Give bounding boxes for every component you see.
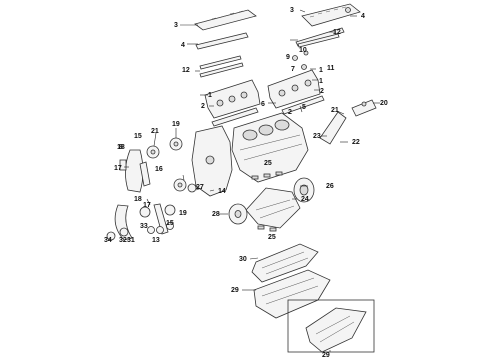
head-gasket-right xyxy=(281,95,325,115)
callout-34: 34 xyxy=(104,237,112,244)
tensioner xyxy=(119,159,127,171)
callout-25-a: 25 xyxy=(264,160,272,167)
callout-17-a: 17 xyxy=(114,165,122,172)
head-gasket-left xyxy=(211,107,259,127)
callout-17-b: 17 xyxy=(143,202,151,209)
callout-12-a: 12 xyxy=(182,67,190,74)
callout-19-a: 19 xyxy=(172,121,180,128)
callout-25-b: 25 xyxy=(268,234,276,241)
callout-9: 9 xyxy=(286,54,290,61)
callout-3-a: 3 xyxy=(174,22,178,29)
callout-11: 11 xyxy=(327,65,335,72)
callout-33: 33 xyxy=(140,223,148,230)
engine-block xyxy=(231,112,309,183)
callout-3-b: 3 xyxy=(290,7,294,14)
crank-pulley xyxy=(228,203,248,225)
callout-27: 27 xyxy=(196,184,204,191)
callout-2-b: 2 xyxy=(201,103,205,110)
callout-21-b: 21 xyxy=(331,107,339,114)
callout-14: 14 xyxy=(218,188,226,195)
callout-4-b: 4 xyxy=(361,13,365,20)
callout-18-b: 18 xyxy=(134,196,142,203)
callout-7: 7 xyxy=(291,66,295,73)
callout-16: 16 xyxy=(155,166,163,173)
small-parts-right xyxy=(292,50,309,70)
cylinder-head-right xyxy=(267,69,321,109)
callout-15-b: 15 xyxy=(166,220,174,227)
callout-29-b: 29 xyxy=(322,352,330,359)
valve-cover-left xyxy=(194,9,257,31)
valve-cover-gasket-left xyxy=(195,32,249,50)
camshafts-right xyxy=(297,33,340,48)
callout-4-a: 4 xyxy=(181,42,185,49)
callout-1-c: 1 xyxy=(208,92,212,99)
callout-13: 13 xyxy=(152,237,160,244)
oil-pan-lower xyxy=(305,307,367,353)
crankshaft xyxy=(245,187,301,229)
callout-5: 5 xyxy=(302,104,306,111)
timing-chain-lower xyxy=(106,203,176,241)
callout-24: 24 xyxy=(301,196,309,203)
timing-cover xyxy=(191,125,233,197)
callout-15-a: 15 xyxy=(134,133,142,140)
callout-29-a: 29 xyxy=(231,287,239,294)
flexplate xyxy=(293,177,315,203)
callout-1-b: 1 xyxy=(319,78,323,85)
callout-28: 28 xyxy=(212,211,220,218)
crank-sprocket xyxy=(169,137,183,151)
callout-22: 22 xyxy=(352,139,360,146)
cam-sprocket xyxy=(146,145,160,159)
callout-21-a: 21 xyxy=(151,128,159,135)
oil-pan-inset-frame xyxy=(287,299,375,353)
callout-6: 6 xyxy=(261,101,265,108)
callout-2-c: 2 xyxy=(288,109,292,116)
callout-20: 20 xyxy=(380,100,388,107)
callout-26: 26 xyxy=(326,183,334,190)
camshafts-left xyxy=(199,55,244,78)
leaders xyxy=(124,9,380,352)
valve-cover-right xyxy=(301,3,361,27)
callout-10: 10 xyxy=(299,47,307,54)
callout-30: 30 xyxy=(239,256,247,263)
chain-guide xyxy=(139,161,151,187)
timing-chain-upper xyxy=(125,149,144,193)
callout-8: 8 xyxy=(119,144,123,151)
callout-23: 23 xyxy=(313,133,321,140)
callout-19-b: 19 xyxy=(179,210,187,217)
oil-pan-baffle xyxy=(251,243,319,283)
idler-sprocket xyxy=(173,178,197,193)
callout-18-a: 18 xyxy=(117,144,125,151)
callout-32: 32 xyxy=(119,237,127,244)
bearings xyxy=(251,171,283,232)
callout-1-a: 1 xyxy=(319,67,323,74)
callout-2-a: 2 xyxy=(320,88,324,95)
callout-12-b: 12 xyxy=(333,29,341,36)
cylinder-head-left xyxy=(204,79,261,119)
oil-filter-housing xyxy=(319,99,377,145)
callout-31: 31 xyxy=(127,237,135,244)
